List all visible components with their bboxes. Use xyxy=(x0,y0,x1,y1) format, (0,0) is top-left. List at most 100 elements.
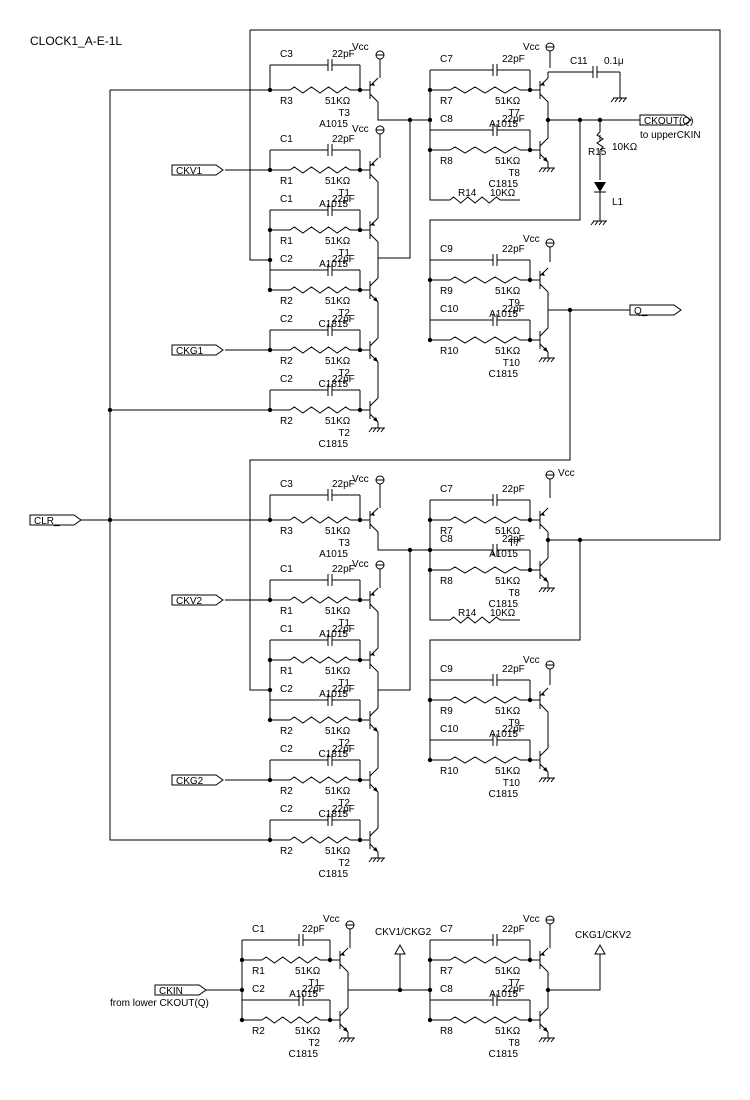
resistor-icon xyxy=(289,776,351,784)
vcc-label: Vcc xyxy=(323,914,340,925)
emitter-lead xyxy=(369,93,379,103)
collector-lead xyxy=(369,827,379,837)
resistor-icon xyxy=(449,956,521,964)
ground-hatch xyxy=(546,167,551,173)
emitter-lead xyxy=(539,963,549,973)
transistor-arrow xyxy=(543,767,548,772)
emitter-lead xyxy=(369,663,379,673)
collector-lead xyxy=(339,1007,349,1017)
ground-hatch xyxy=(338,1037,343,1043)
transistor-type: A1015 xyxy=(489,549,518,560)
transistor-type: A1015 xyxy=(319,199,348,210)
junction-dot xyxy=(357,517,363,523)
resistor-icon xyxy=(289,226,351,234)
ground-hatch xyxy=(590,220,595,226)
ground-hatch xyxy=(542,167,547,173)
pnp-transistor-icon xyxy=(539,947,549,973)
transistor-arrow xyxy=(373,787,378,792)
junction-dot xyxy=(427,1017,433,1023)
resistor-label: R2 xyxy=(252,1026,265,1037)
resistor-value: 51KΩ xyxy=(495,576,521,587)
junction-dot xyxy=(357,777,363,783)
resistor-icon xyxy=(449,336,521,344)
junction-dot xyxy=(357,657,363,663)
ground-symbol-icon xyxy=(590,215,607,226)
junction-dot xyxy=(527,87,533,93)
ground-symbol-icon xyxy=(368,852,385,863)
resistor-icon xyxy=(289,406,351,414)
signal-port-icon xyxy=(29,514,82,526)
resistor-value: 51KΩ xyxy=(325,416,351,427)
npn-transistor-icon xyxy=(369,397,379,423)
capacitor-icon xyxy=(242,994,330,1006)
ground-hatch xyxy=(550,587,555,593)
resistor-label: R9 xyxy=(440,706,453,717)
ground-hatch xyxy=(550,357,555,363)
junction-dot xyxy=(357,347,363,353)
capacitor-label: C1 xyxy=(280,624,293,635)
junction-dot xyxy=(357,407,363,413)
output-arrow-icon xyxy=(394,943,406,955)
wire xyxy=(377,120,411,259)
ground-hatch xyxy=(618,97,623,103)
transistor-type: A1015 xyxy=(319,259,348,270)
ground-hatch xyxy=(610,97,615,103)
capacitor-label: C8 xyxy=(440,984,453,995)
capacitor-icon xyxy=(270,59,360,71)
transistor-arrow xyxy=(543,157,548,162)
transistor-label: T7 xyxy=(508,538,520,549)
ground-symbol-icon xyxy=(538,772,555,783)
transistor-arrow xyxy=(371,222,375,226)
capacitor-icon xyxy=(270,384,360,396)
resistor-value: 51KΩ xyxy=(325,356,351,367)
resistor-value: 51KΩ xyxy=(325,526,351,537)
transistor-arrow xyxy=(371,512,375,516)
resistor-icon xyxy=(449,616,501,624)
ground-symbol-icon xyxy=(338,1032,355,1043)
capacitor-value: 22pF xyxy=(502,114,525,125)
capacitor-label: C9 xyxy=(440,664,453,675)
wiring xyxy=(80,29,721,1023)
resistor-label: R3 xyxy=(280,526,293,537)
transistor-type: C1815 xyxy=(319,869,349,880)
pnp-transistor-icon xyxy=(539,507,549,533)
collector-lead xyxy=(369,707,379,717)
capacitor-value: 22pF xyxy=(502,534,525,545)
r14-label: R14 xyxy=(458,608,477,619)
junction-dot xyxy=(357,227,363,233)
resistor-label: R7 xyxy=(440,966,453,977)
collector-lead xyxy=(369,767,379,777)
ground-hatch xyxy=(594,220,599,226)
resistor-label: R2 xyxy=(280,786,293,797)
npn-transistor-icon xyxy=(369,277,379,303)
junction-dot xyxy=(427,757,433,763)
capacitor-icon xyxy=(430,674,530,686)
capacitor-icon xyxy=(548,66,620,78)
transistor-label: T9 xyxy=(508,718,520,729)
collector-lead xyxy=(539,557,549,567)
transistor-arrow xyxy=(341,952,345,956)
capacitor-icon xyxy=(270,754,360,766)
vcc-label: Vcc xyxy=(352,124,369,135)
resistor-label: R7 xyxy=(440,96,453,107)
capacitor-value: 22pF xyxy=(332,479,355,490)
collector-lead xyxy=(539,1007,549,1017)
ckv1-ckg2-label: CKV1/CKG2 xyxy=(375,927,432,938)
capacitor-label: C7 xyxy=(440,484,453,495)
junction-dot xyxy=(239,1017,245,1023)
capacitor-icon xyxy=(430,734,530,746)
capacitor-label: C1 xyxy=(252,924,265,935)
transistor-label: T1 xyxy=(308,978,320,989)
capacitor-label: C2 xyxy=(280,314,293,325)
resistor-label: R3 xyxy=(280,96,293,107)
ground-hatch xyxy=(602,220,607,226)
capacitor-icon xyxy=(270,814,360,826)
resistor-icon xyxy=(449,1016,521,1024)
ckg1-ckv2-label: CKG1/CKV2 xyxy=(575,930,632,941)
capacitor-value: 22pF xyxy=(332,624,355,635)
capacitor-icon xyxy=(270,634,360,646)
vcc-label: Vcc xyxy=(523,42,540,53)
capacitor-label: C8 xyxy=(440,534,453,545)
transistor-label: T8 xyxy=(508,588,520,599)
junction-dot xyxy=(267,717,273,723)
